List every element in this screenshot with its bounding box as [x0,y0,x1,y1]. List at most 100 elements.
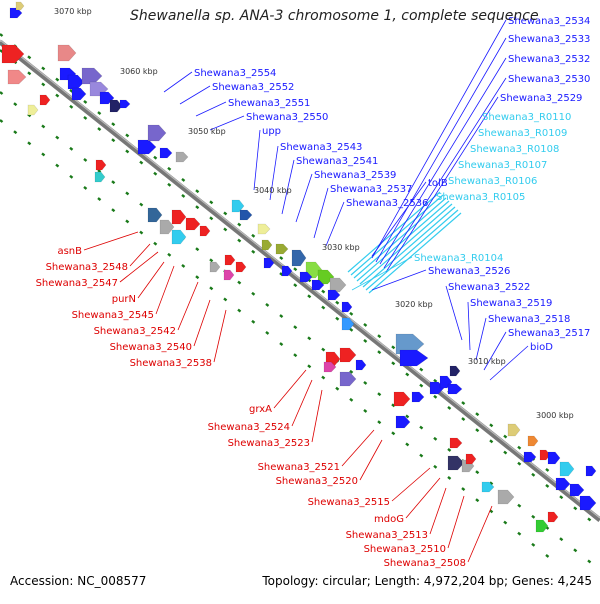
tick-mark [195,247,200,252]
gene-label-blue: Shewana3_2519 [470,298,552,309]
gene-shape [559,461,575,477]
tick-mark [55,135,60,140]
tick-mark [377,420,382,425]
tick-mark [545,468,550,472]
gene-label-blue: Shewana3_2551 [228,98,310,109]
gene-shape [339,371,357,387]
gene-shape [1,44,25,64]
tick-mark [489,439,494,444]
gene-shape [411,391,425,403]
tick-mark [97,169,102,174]
gene-label-layer: Shewana3_2554Shewana3_2552Shewana3_2551S… [36,16,591,569]
gene-label-red: Shewana3_2547 [36,278,118,289]
tick-layer [0,33,592,564]
tick-mark [335,386,340,391]
tick-mark [279,342,284,347]
gene-shape [339,347,357,363]
tick-mark [377,334,382,339]
tick-mark [447,475,452,480]
leader-line [467,301,471,351]
tick-mark [433,378,438,383]
kbp-label: 3060 kbp [120,67,158,76]
tick-mark [293,325,298,330]
leader-line [291,379,313,427]
tick-mark [125,149,130,154]
tick-mark [587,517,592,522]
kbp-label: 3070 kbp [54,7,92,16]
tick-mark [419,383,424,388]
gene-label-cyan: Shewana3_R0106 [448,176,537,187]
tick-mark [307,294,312,299]
tick-mark [251,319,256,324]
tick-mark [503,450,508,455]
tick-mark [0,33,4,37]
tick-mark [181,264,186,268]
tick-mark [349,369,354,374]
gene-shape [329,277,347,293]
topology-text: Topology: circular; Length: 4,972,204 bp… [262,574,592,588]
gene-shape [147,207,163,223]
tick-mark [503,520,508,525]
gene-label-cyan: Shewana3_R0109 [478,128,567,139]
tick-mark [83,157,88,162]
gene-shape [257,223,271,235]
tick-mark [265,330,270,335]
leader-line [483,331,507,371]
leader-line [467,505,493,563]
tick-mark [307,364,312,369]
gene-label-blue: Shewana3_2533 [508,34,590,45]
tick-mark [279,314,284,319]
leader-line [375,37,507,263]
gene-shape [275,243,289,255]
gene-label-blue: Shewana3_2554 [194,68,276,79]
leader-line [163,71,193,93]
tick-mark [223,227,228,232]
gene-label-red: Shewana3_2521 [258,462,340,473]
gene-label-blue: Shewana3_2541 [296,156,378,167]
tick-mark [531,514,536,519]
tick-mark [293,353,298,358]
tick-mark [531,542,536,547]
tick-mark [447,447,452,452]
kbp-label: 3040 kbp [254,186,292,195]
tick-mark [69,174,74,179]
gene-label-blue: Shewana3_2517 [508,328,590,339]
gene-shape [535,519,549,533]
tick-mark [209,286,214,291]
tick-mark [111,122,116,127]
gene-label-blue: bioD [530,342,553,353]
gene-shape [449,365,461,377]
gene-shape [341,301,353,313]
tick-mark [0,91,4,95]
gene-label-red: grxA [249,404,272,415]
tick-mark [139,230,144,235]
tick-mark [153,155,158,160]
gene-label-red: Shewana3_2513 [346,530,428,541]
gene-shape [57,44,77,62]
leader-line [155,265,175,315]
tick-mark [111,138,116,143]
tick-mark [447,405,452,410]
tick-mark [363,323,368,327]
tick-mark [195,189,200,194]
rrna-fan-line [356,200,450,282]
leader-line [313,187,329,239]
gene-shape [137,139,157,155]
gene-shape [395,333,425,355]
gene-label-blue: Shewana3_2539 [314,170,396,181]
leader-line [341,429,375,467]
leader-line [273,369,307,409]
gene-shape [94,171,106,183]
tick-mark [419,367,424,372]
leader-line [281,159,295,215]
tick-mark [41,152,46,157]
rrna-fan-line [368,212,462,294]
tick-mark [153,171,158,176]
tick-mark [475,470,480,475]
tick-mark [461,417,466,421]
leader-line [129,243,151,267]
tick-mark [391,345,396,350]
leader-line-layer [83,19,529,563]
